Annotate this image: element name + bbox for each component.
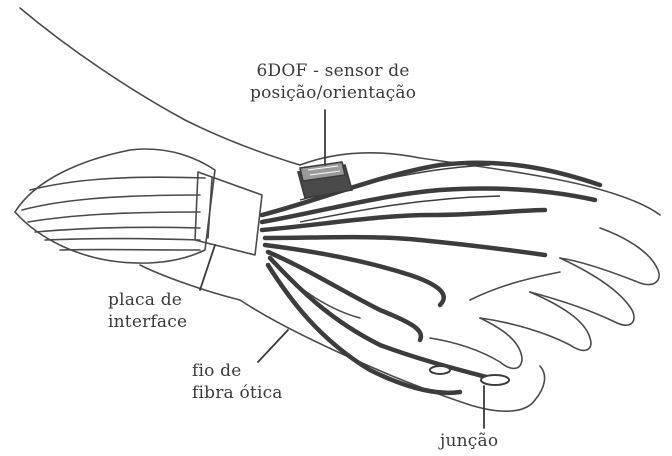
junction-loop-2 xyxy=(430,366,450,374)
interface-board-edge xyxy=(208,178,212,238)
interface-board-label-line1: placa de xyxy=(108,289,187,311)
finger-2-outline xyxy=(530,258,634,325)
junction-label: junção xyxy=(440,430,498,452)
sensor-label: 6DOF - sensor de posição/orientação xyxy=(250,60,416,104)
junction-label-text: junção xyxy=(440,430,498,452)
finger-3-outline xyxy=(480,292,591,350)
fiber-optic-label-line2: fibra ótica xyxy=(192,382,283,404)
finger-1-outline xyxy=(560,228,659,285)
sensor-6dof xyxy=(298,162,352,198)
interface-board-outline xyxy=(195,172,262,255)
sensor-label-line2: posição/orientação xyxy=(250,82,416,104)
cuff-fold-4 xyxy=(45,239,200,241)
cuff-outline xyxy=(15,149,215,263)
cuff-fold-1 xyxy=(22,195,200,210)
leader-fio xyxy=(258,330,288,362)
fiber-optic-label: fio de fibra ótica xyxy=(192,360,283,404)
fiber-7 xyxy=(270,258,490,378)
junction-loop-1 xyxy=(481,375,509,385)
finger-4-outline xyxy=(430,318,522,368)
cuff-fold-3 xyxy=(35,227,200,232)
cuff-fold-2 xyxy=(28,212,200,222)
sensor-label-line1: 6DOF - sensor de xyxy=(250,60,416,82)
hand-palm-outline xyxy=(240,300,535,411)
cuff-fold-6 xyxy=(30,177,205,190)
interface-board-label: placa de interface xyxy=(108,289,187,333)
fiber-optic-label-line1: fio de xyxy=(192,360,283,382)
thumb-outline xyxy=(535,366,545,400)
interface-board-label-line2: interface xyxy=(108,311,187,333)
